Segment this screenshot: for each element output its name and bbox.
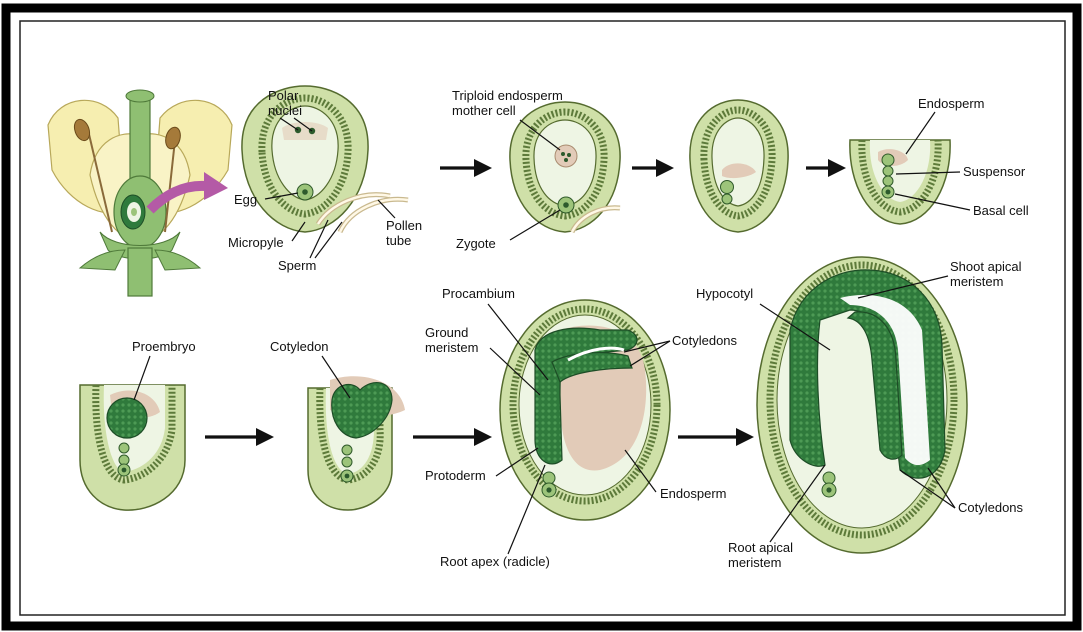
label-egg: Egg (234, 192, 257, 207)
label-procambium: Procambium (442, 286, 515, 301)
label-triploid-line1: Triploid endosperm (452, 88, 563, 103)
label-micropyle: Micropyle (228, 235, 284, 250)
label-polar-nuclei-line1: Polar (268, 88, 299, 103)
label-cotyledon: Cotyledon (270, 339, 329, 354)
mature-seed-stage (757, 257, 967, 553)
label-basal-cell: Basal cell (973, 203, 1029, 218)
label-pollen-tube-line1: Pollen (386, 218, 422, 233)
label-cotyledons-right: Cotyledons (958, 500, 1024, 515)
label-proembryo: Proembryo (132, 339, 196, 354)
label-ground-meristem-line1: Ground (425, 325, 468, 340)
label-root-apex: Root apex (radicle) (440, 554, 550, 569)
label-suspensor: Suspensor (963, 164, 1026, 179)
label-ground-meristem-line2: meristem (425, 340, 478, 355)
torpedo-stage (500, 300, 670, 520)
label-cotyledons-mid: Cotyledons (672, 333, 738, 348)
label-pollen-tube-line2: tube (386, 233, 411, 248)
label-root-apical-line2: meristem (728, 555, 781, 570)
label-shoot-apical-line1: Shoot apical (950, 259, 1022, 274)
label-hypocotyl: Hypocotyl (696, 286, 753, 301)
proembryo-stage (80, 385, 185, 510)
label-protoderm: Protoderm (425, 468, 486, 483)
label-root-apical-line1: Root apical (728, 540, 793, 555)
label-polar-nuclei-line2: nuclei (268, 103, 302, 118)
label-endosperm-top: Endosperm (918, 96, 984, 111)
label-zygote: Zygote (456, 236, 496, 251)
label-endosperm-mid: Endosperm (660, 486, 726, 501)
label-shoot-apical-line2: meristem (950, 274, 1003, 289)
label-triploid-line2: mother cell (452, 103, 516, 118)
label-sperm: Sperm (278, 258, 316, 273)
